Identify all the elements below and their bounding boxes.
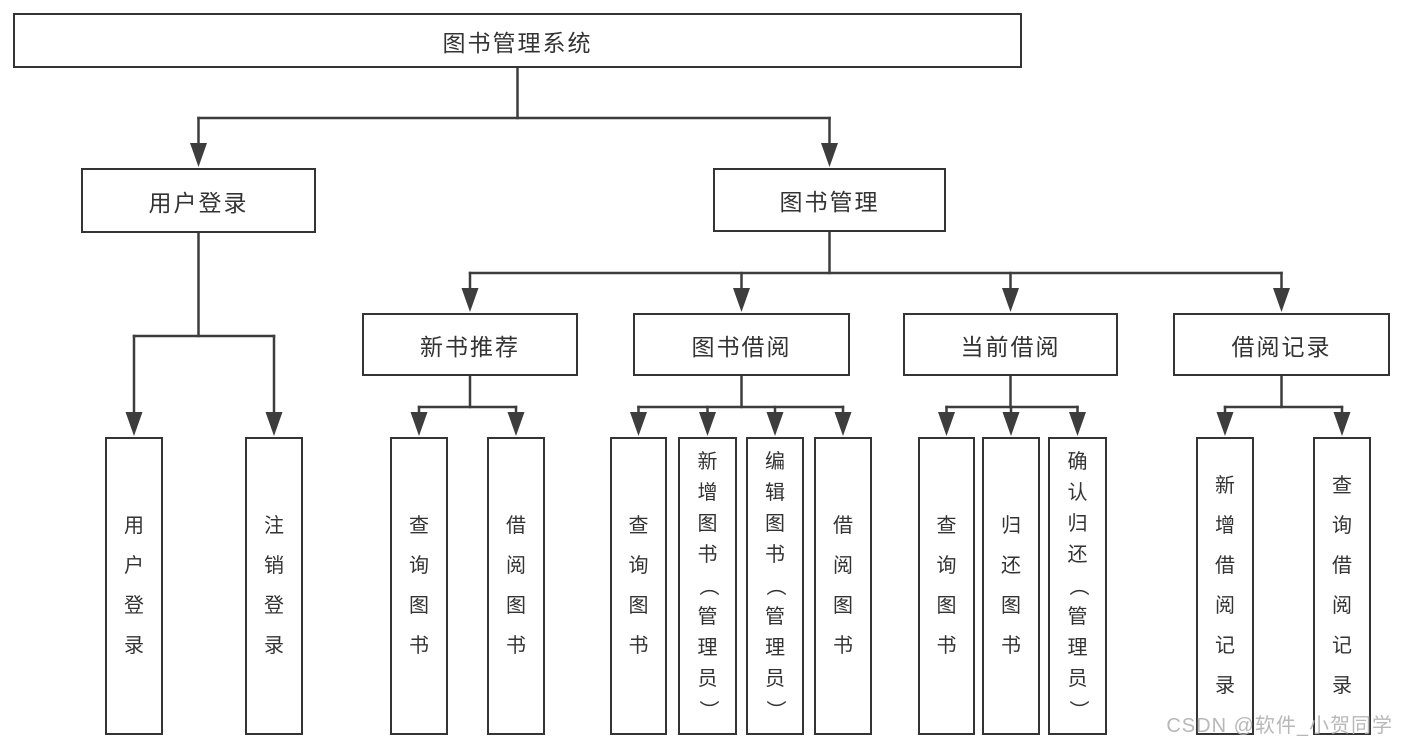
arrowhead-down-icon	[125, 412, 143, 436]
node-label: 注销登录	[264, 515, 284, 657]
node-leaf-add-book: 新增图书（管理员）	[678, 437, 737, 735]
node-label: 用户登录	[148, 189, 249, 216]
node-label: 用户登录	[124, 515, 144, 657]
node-label: 归还图书	[1001, 515, 1021, 657]
node-label: 图书管理	[779, 189, 880, 215]
arrowhead-down-icon	[265, 412, 283, 436]
arrowhead-down-icon	[699, 412, 716, 436]
arrowhead-down-icon	[733, 288, 750, 312]
node-label: 查询图书	[409, 515, 429, 657]
node-leaf-borrow-book-a: 借阅图书	[487, 437, 545, 735]
arrowhead-down-icon	[1273, 288, 1290, 312]
node-user-login: 用户登录	[81, 168, 316, 233]
node-leaf-query-book-b: 查询图书	[610, 437, 667, 735]
node-leaf-edit-book: 编辑图书（管理员）	[746, 437, 804, 735]
arrowhead-down-icon	[410, 412, 428, 436]
node-label: 查询借阅记录	[1332, 475, 1352, 697]
arrowhead-down-icon	[190, 143, 207, 167]
node-label: 当前借阅	[960, 333, 1061, 360]
node-root: 图书管理系统	[13, 13, 1022, 68]
node-label: 新增借阅记录	[1215, 475, 1235, 697]
arrowhead-down-icon	[1216, 412, 1234, 436]
watermark: CSDN @软件_小贺同学	[1166, 715, 1393, 737]
arrowhead-down-icon	[938, 412, 955, 436]
node-label: 借阅图书	[506, 515, 526, 657]
arrowhead-down-icon	[834, 412, 852, 436]
node-label: 查询图书	[628, 515, 649, 657]
node-leaf-logout: 注销登录	[245, 437, 303, 735]
node-label: 图书借阅	[691, 333, 792, 360]
node-label: 确认归还（管理员）	[1066, 451, 1089, 720]
node-leaf-borrow-book-b: 借阅图书	[814, 437, 872, 735]
node-leaf-query-book-a: 查询图书	[390, 437, 448, 735]
node-current-borrowing: 当前借阅	[903, 313, 1118, 376]
node-leaf-query-book-c: 查询图书	[918, 437, 975, 735]
node-book-mgmt: 图书管理	[713, 168, 946, 232]
node-label: 借阅图书	[833, 515, 853, 657]
arrowhead-down-icon	[507, 412, 525, 436]
arrowhead-down-icon	[1069, 412, 1086, 436]
node-label: 编辑图书（管理员）	[764, 451, 786, 720]
node-book-borrowing: 图书借阅	[633, 313, 850, 376]
node-label: 新增图书（管理员）	[696, 451, 719, 720]
node-new-book-recommend: 新书推荐	[362, 313, 578, 376]
node-label: 新书推荐	[420, 333, 520, 360]
arrowhead-down-icon	[1002, 412, 1020, 436]
node-label: 图书管理系统	[442, 29, 593, 56]
node-leaf-user-login: 用户登录	[105, 437, 163, 735]
node-leaf-confirm-return: 确认归还（管理员）	[1048, 437, 1107, 735]
node-label: 查询图书	[936, 515, 957, 657]
node-borrowing-records: 借阅记录	[1173, 313, 1390, 376]
arrowhead-down-icon	[1002, 288, 1019, 312]
arrowhead-down-icon	[766, 412, 784, 436]
node-label: 借阅记录	[1231, 333, 1332, 360]
node-leaf-return-book: 归还图书	[982, 437, 1040, 735]
node-leaf-add-borrow-record: 新增借阅记录	[1196, 437, 1254, 735]
node-leaf-query-borrow-record: 查询借阅记录	[1313, 437, 1371, 735]
arrowhead-down-icon	[821, 143, 838, 167]
arrowhead-down-icon	[1333, 412, 1351, 436]
arrowhead-down-icon	[630, 412, 647, 436]
arrowhead-down-icon	[461, 288, 479, 312]
